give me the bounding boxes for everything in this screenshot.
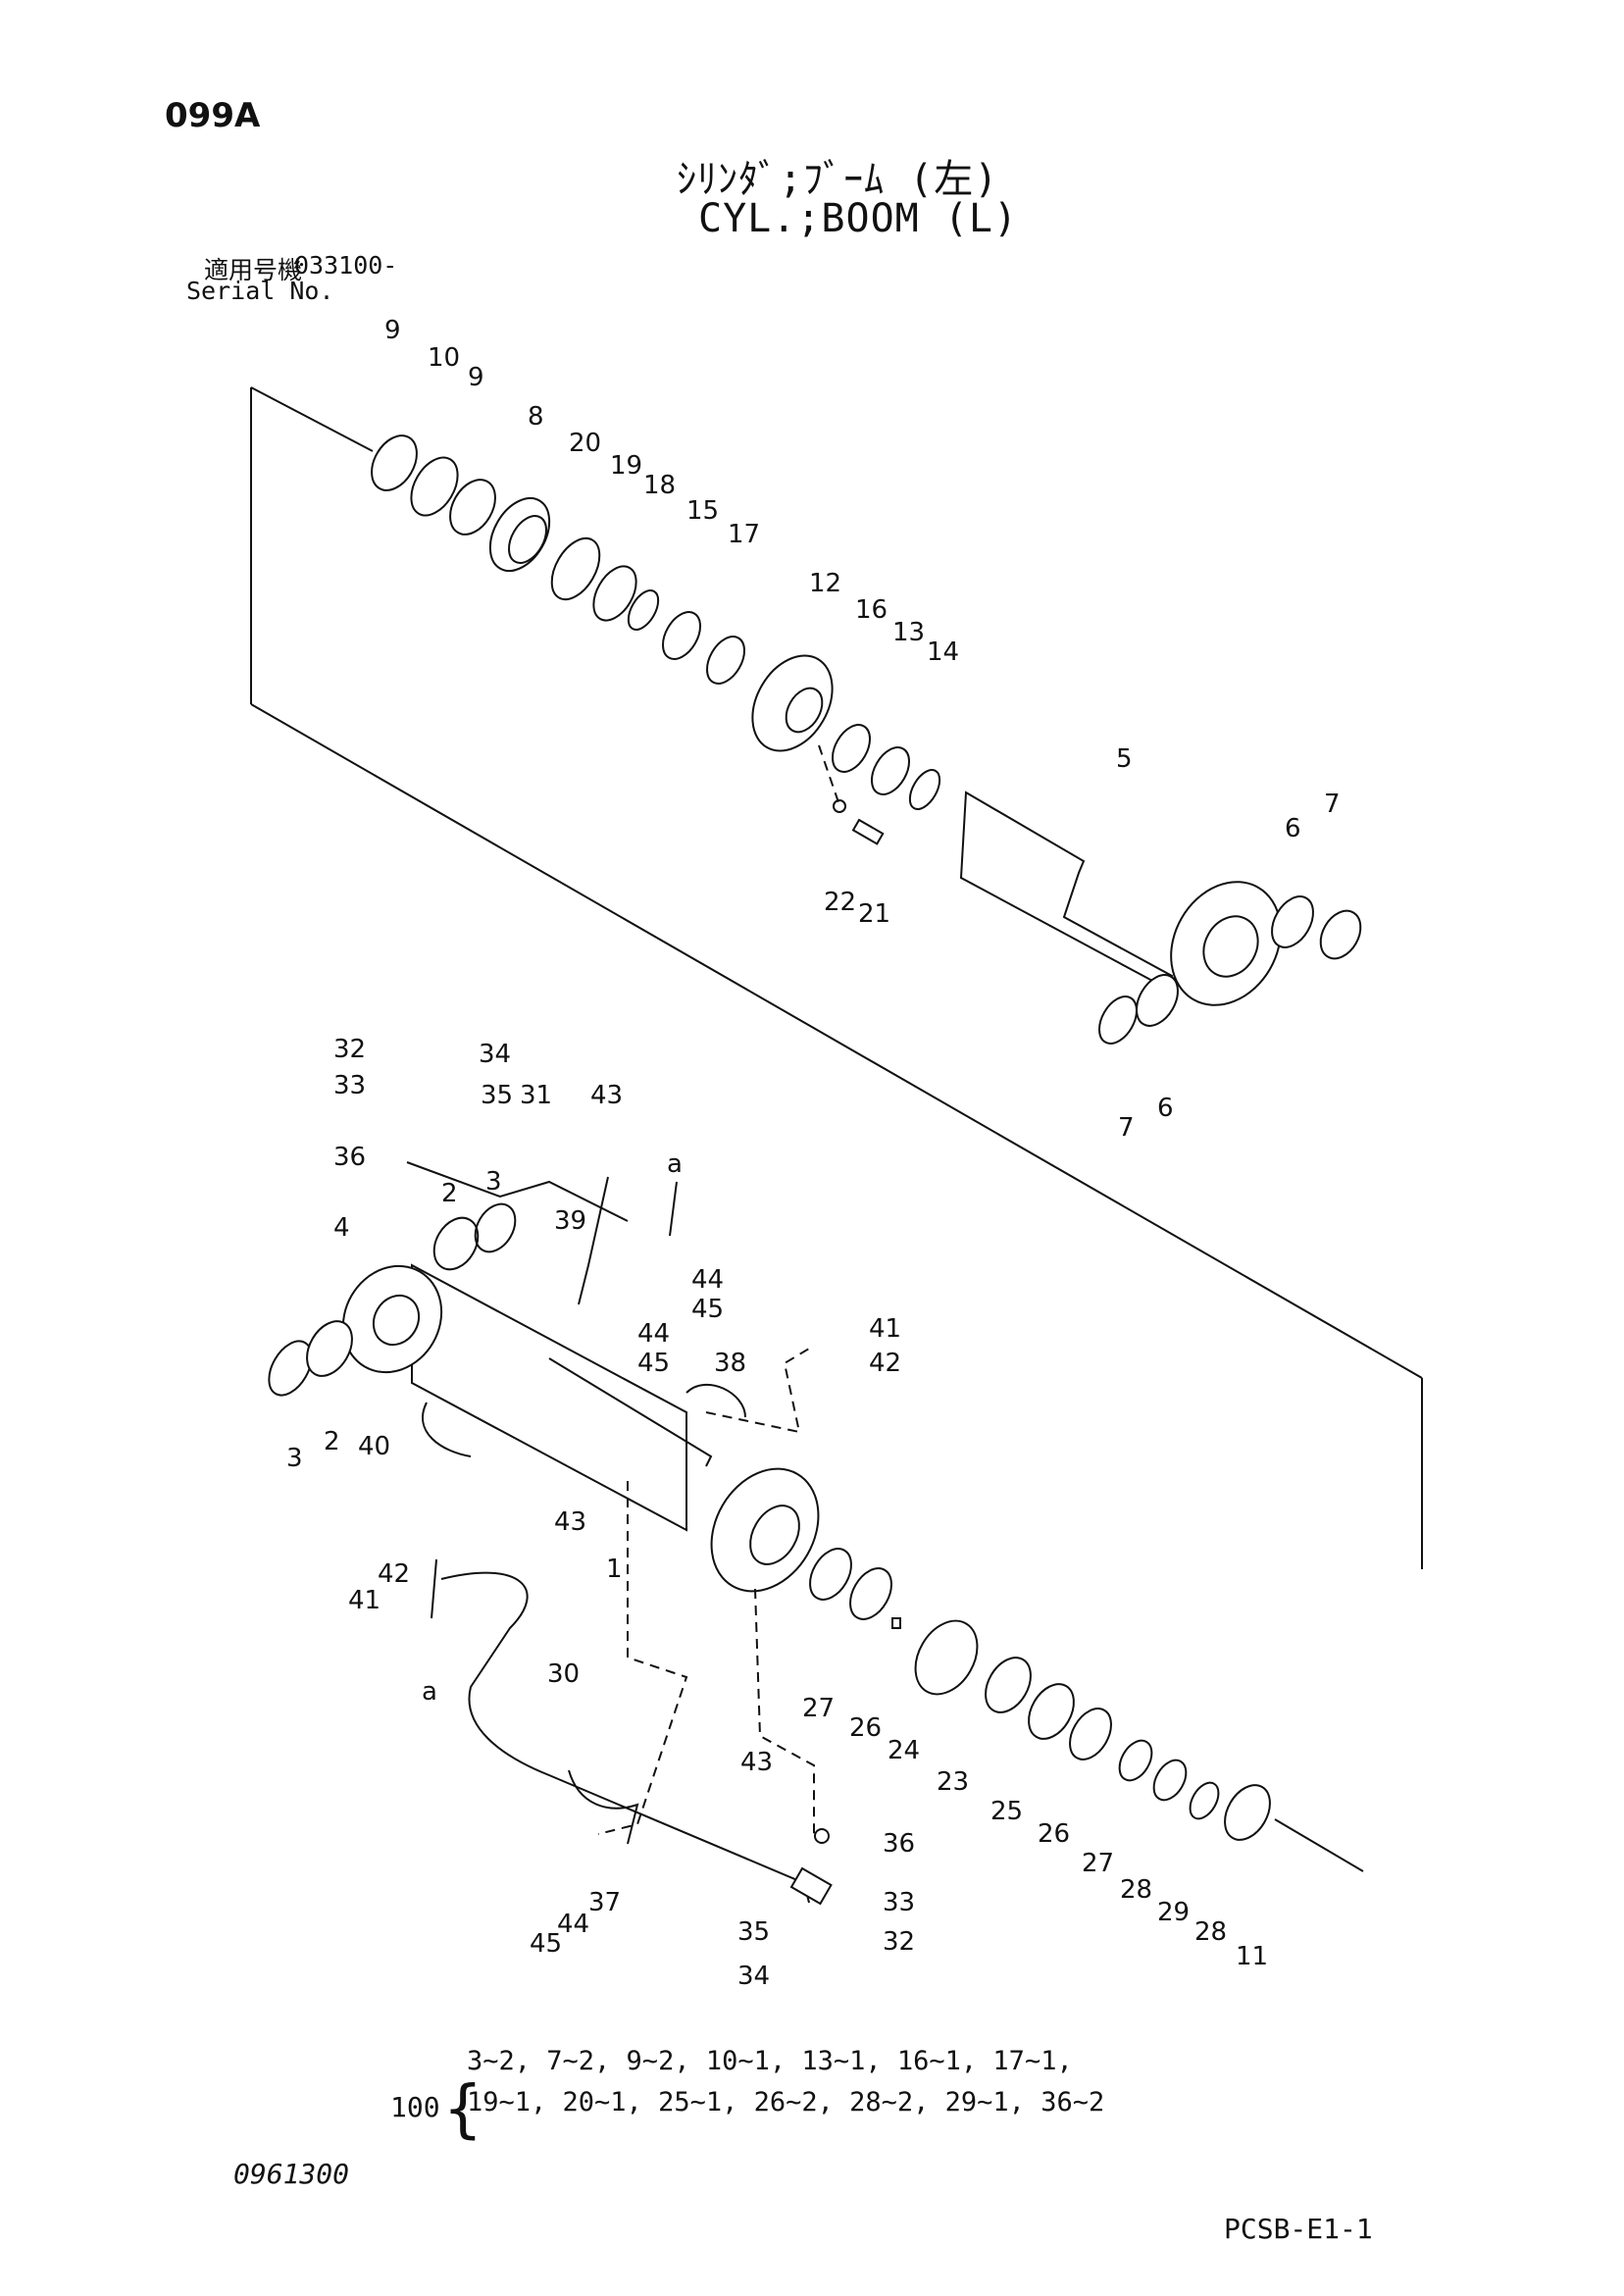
callout-18: 18 xyxy=(643,471,676,500)
callout-17: 17 xyxy=(728,520,760,549)
callout-28: 28 xyxy=(1120,1875,1152,1905)
rod-assembly-drawing xyxy=(371,434,1362,1045)
callout-36: 36 xyxy=(883,1829,915,1859)
callout-28: 28 xyxy=(1194,1917,1227,1947)
callout-24: 24 xyxy=(888,1736,920,1765)
callout-40: 40 xyxy=(358,1432,390,1461)
callout-41: 41 xyxy=(348,1586,381,1615)
callout-33: 33 xyxy=(883,1888,915,1917)
callout-34: 34 xyxy=(479,1040,511,1069)
callout-a: a xyxy=(422,1677,437,1707)
callout-13: 13 xyxy=(892,618,925,647)
seal-kit-number: 100{ xyxy=(390,2073,482,2146)
callout-45: 45 xyxy=(691,1295,724,1324)
callout-12: 12 xyxy=(809,569,841,598)
callout-38: 38 xyxy=(714,1349,746,1378)
callout-27: 27 xyxy=(1082,1849,1114,1878)
callout-23: 23 xyxy=(937,1767,969,1797)
document-code: PCSB-E1-1 xyxy=(1224,2213,1373,2245)
callout-35: 35 xyxy=(737,1917,770,1947)
serial-label-japanese: 適用号機 xyxy=(204,256,303,284)
callout-25: 25 xyxy=(990,1797,1023,1826)
seal-kit-number-text: 100 xyxy=(390,2091,440,2123)
callout-33: 33 xyxy=(333,1071,366,1100)
callout-15: 15 xyxy=(686,496,719,526)
callout-6: 6 xyxy=(1157,1094,1174,1123)
callout-32: 32 xyxy=(883,1927,915,1957)
frame-lines xyxy=(250,386,1423,1872)
callout-35: 35 xyxy=(481,1081,513,1110)
callout-29: 29 xyxy=(1157,1898,1190,1927)
callout-31: 31 xyxy=(520,1081,552,1110)
callout-27: 27 xyxy=(802,1694,835,1723)
callout-30: 30 xyxy=(547,1659,580,1689)
callout-a: a xyxy=(667,1149,683,1179)
callout-7: 7 xyxy=(1324,790,1341,819)
callout-19: 19 xyxy=(610,451,642,481)
callout-39: 39 xyxy=(554,1206,586,1236)
callout-9: 9 xyxy=(384,316,401,345)
callout-43: 43 xyxy=(554,1507,586,1537)
title-japanese: ｼﾘﾝﾀﾞ;ﾌﾞｰﾑ (左) xyxy=(677,157,999,202)
catalog-number: 0961300 xyxy=(233,2158,350,2190)
callout-10: 10 xyxy=(428,343,460,373)
seal-kit-contents-line-2: 19~1, 20~1, 25~1, 26~2, 28~2, 29~1, 36~2 xyxy=(467,2087,1105,2117)
callout-3: 3 xyxy=(485,1167,502,1197)
callout-labels: 9 10 9 8 20 19 18 15 17 12 16 13 14 22 2… xyxy=(286,316,1341,1991)
callout-2: 2 xyxy=(324,1427,340,1456)
callout-43: 43 xyxy=(590,1081,623,1110)
page-code: 099A xyxy=(165,96,261,135)
callout-43: 43 xyxy=(740,1748,773,1777)
callout-2: 2 xyxy=(441,1179,458,1208)
callout-21: 21 xyxy=(858,899,890,929)
callout-20: 20 xyxy=(569,429,601,458)
callout-6: 6 xyxy=(1285,814,1301,843)
callout-44: 44 xyxy=(637,1319,670,1349)
seal-kit-contents-line-1: 3~2, 7~2, 9~2, 10~1, 13~1, 16~1, 17~1, xyxy=(467,2046,1073,2076)
callout-37: 37 xyxy=(588,1888,621,1917)
callout-42: 42 xyxy=(869,1349,901,1378)
seal-kit-brace: { xyxy=(443,2073,482,2146)
callout-7: 7 xyxy=(1118,1113,1135,1143)
callout-44: 44 xyxy=(691,1265,724,1295)
serial-number: 033100- xyxy=(294,251,398,280)
callout-26: 26 xyxy=(849,1713,882,1743)
callout-3: 3 xyxy=(286,1444,303,1473)
callout-14: 14 xyxy=(927,638,959,667)
callout-5: 5 xyxy=(1116,744,1133,774)
callout-44: 44 xyxy=(557,1910,589,1939)
callout-32: 32 xyxy=(333,1035,366,1064)
callout-36: 36 xyxy=(333,1143,366,1172)
callout-8: 8 xyxy=(528,402,544,432)
callout-45: 45 xyxy=(637,1349,670,1378)
callout-11: 11 xyxy=(1236,1942,1268,1971)
callout-22: 22 xyxy=(824,888,856,917)
callout-42: 42 xyxy=(378,1559,410,1589)
cylinder-tube-drawing xyxy=(268,1161,1271,1906)
callout-41: 41 xyxy=(869,1314,901,1344)
callout-4: 4 xyxy=(333,1213,350,1243)
callout-45: 45 xyxy=(530,1929,562,1959)
title-english: CYL.;BOOM (L) xyxy=(698,196,1019,241)
callout-34: 34 xyxy=(737,1962,770,1991)
serial-label-english: Serial No. xyxy=(186,277,334,305)
callout-1: 1 xyxy=(606,1555,623,1584)
callout-26: 26 xyxy=(1038,1819,1070,1849)
callout-9: 9 xyxy=(468,363,484,392)
callout-16: 16 xyxy=(855,595,888,625)
